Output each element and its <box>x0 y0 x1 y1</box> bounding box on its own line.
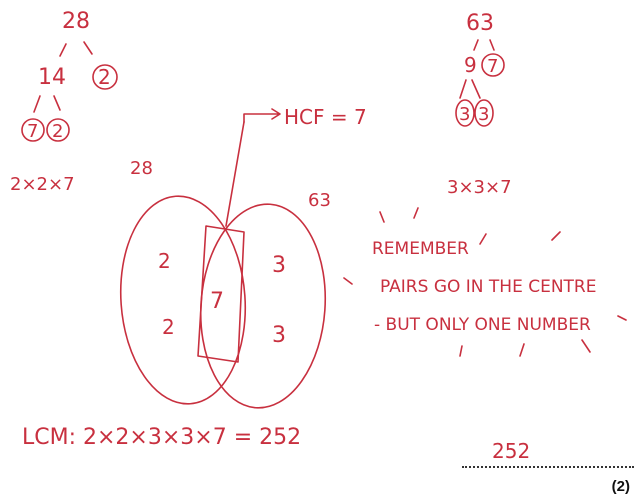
tree63-circle-a <box>455 99 475 127</box>
answer-line <box>462 466 634 468</box>
tree28-circle <box>92 64 118 90</box>
hcf-arrow <box>243 108 281 123</box>
venn-label-left: 28 <box>130 158 153 179</box>
tree28-leaf-b: 2 <box>52 121 63 142</box>
factor-tree-63: 63 9 7 3 3 3×3×7 <box>447 11 512 198</box>
venn-right-top: 3 <box>272 253 286 278</box>
tree63-leaf-a: 3 <box>459 104 470 125</box>
venn-diagram: 28 63 2 2 7 3 3 <box>119 158 331 409</box>
venn-centre-box <box>197 225 245 363</box>
tree28-circle-b <box>46 118 70 142</box>
emphasis-marks <box>343 207 627 357</box>
venn-left-bottom: 2 <box>162 315 175 339</box>
tree63-product: 3×3×7 <box>447 177 512 198</box>
tree63-root: 63 <box>466 11 494 36</box>
tree63-leaf-circled: 7 <box>487 56 498 77</box>
tree28-branches-2 <box>33 95 61 113</box>
venn-label-right: 63 <box>308 190 331 211</box>
tree63-branches-2 <box>459 79 481 99</box>
answer-value: 252 <box>492 439 530 463</box>
venn-right-bottom: 3 <box>272 323 286 348</box>
tree63-circle <box>481 53 505 77</box>
tree28-circle-a <box>21 118 45 142</box>
marks-label: (2) <box>611 478 630 495</box>
tree63-circle-b <box>474 99 494 127</box>
tree28-leaf-a: 7 <box>27 121 38 142</box>
tree28-leaf-circled: 2 <box>98 65 111 89</box>
remember-note: REMEMBER PAIRS GO IN THE CENTRE - BUT ON… <box>343 207 627 357</box>
lcm-working: LCM: 2×2×3×3×7 = 252 <box>22 425 301 450</box>
note-line-1: REMEMBER <box>372 239 469 259</box>
note-line-2: PAIRS GO IN THE CENTRE <box>380 277 596 297</box>
note-line-3: - BUT ONLY ONE NUMBER <box>374 315 591 335</box>
tree28-root: 28 <box>62 9 90 34</box>
tree28-branches <box>59 41 93 57</box>
factor-tree-28: 28 14 2 7 2 2×2×7 <box>10 9 118 195</box>
tree28-product: 2×2×7 <box>10 174 75 195</box>
hcf-label: HCF = 7 <box>284 105 367 129</box>
tree63-child: 9 <box>464 53 477 77</box>
tree28-child: 14 <box>38 65 66 90</box>
venn-centre: 7 <box>210 289 224 314</box>
venn-left-top: 2 <box>158 249 171 273</box>
tree63-branches <box>473 39 495 51</box>
tree63-leaf-b: 3 <box>478 104 489 125</box>
venn-circle-left <box>119 195 247 405</box>
hcf-pointer <box>225 121 245 227</box>
hcf-annotation: HCF = 7 <box>225 105 367 227</box>
